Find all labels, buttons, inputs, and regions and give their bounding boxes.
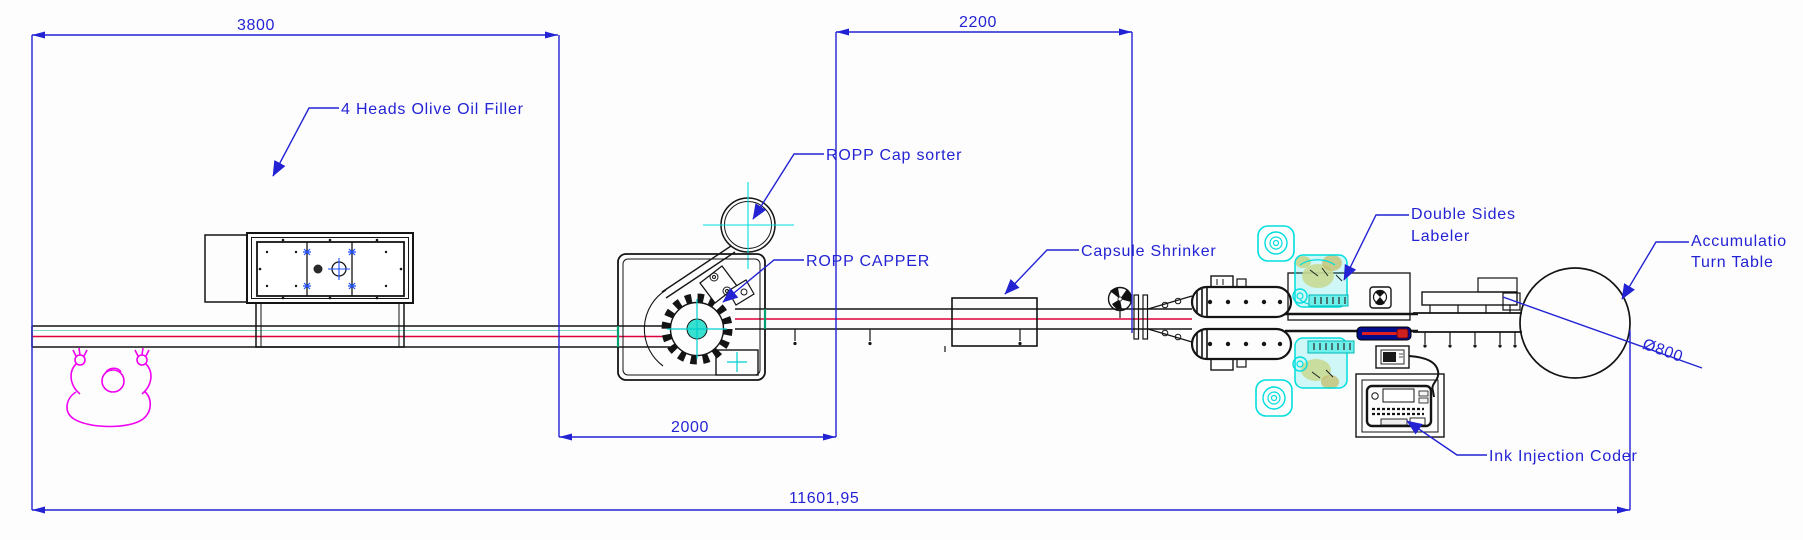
labeler-machine (1147, 225, 1418, 417)
panel-dots (258, 238, 403, 300)
transfer-clamp-wheel (1107, 286, 1149, 340)
ink-coder (1355, 345, 1445, 438)
label-turntable-line1: Accumulatio (1691, 233, 1787, 250)
label-cap-sorter: ROPP Cap sorter (826, 147, 963, 164)
dim-text-total-length: 11601,95 (789, 490, 860, 507)
label-roll-top (1257, 225, 1295, 262)
dimension-lines (31, 28, 1703, 514)
labeler-drive-bar (1356, 326, 1412, 341)
label-labeler: Double Sides Labeler (1411, 204, 1516, 248)
nozzle-marks (303, 248, 356, 290)
turn-table (1519, 267, 1631, 379)
label-shrinker: Capsule Shrinker (1081, 243, 1217, 260)
label-labeler-line2: Labeler (1411, 228, 1470, 245)
pump-symbol (313, 264, 323, 274)
infeed-conveyor (31, 325, 670, 348)
capsule-shrinker-machine (951, 297, 1038, 347)
dim-text-2000: 2000 (671, 419, 709, 436)
leader-shrinker (1004, 249, 1079, 295)
filler-machine (204, 232, 414, 348)
label-turntable: Accumulatio Turn Table (1691, 231, 1787, 273)
labeling-head-bottom (1292, 337, 1355, 389)
label-turntable-line2: Turn Table (1691, 254, 1774, 271)
label-filler: 4 Heads Olive Oil Filler (341, 101, 524, 118)
labeler-sensor (1369, 286, 1392, 309)
label-labeler-line1: Double Sides (1411, 206, 1516, 223)
outfeed-conveyor (735, 308, 1192, 352)
operator-head (101, 369, 125, 393)
label-capper: ROPP CAPPER (806, 253, 931, 270)
leader-turntable (1621, 241, 1689, 300)
dim-text-3800: 3800 (237, 17, 275, 34)
leader-labeler (1343, 214, 1409, 281)
leader-filler (272, 107, 339, 177)
capper-star-wheel (661, 293, 733, 365)
leader-cap-sorter (752, 153, 824, 220)
turntable-feed-conveyor (1413, 277, 1522, 348)
leader-capper (722, 259, 804, 303)
label-roll-bottom (1255, 379, 1293, 417)
labeling-head-top (1292, 254, 1349, 308)
label-ink-coder: Ink Injection Coder (1489, 448, 1638, 465)
leader-coder (1406, 420, 1487, 456)
dim-text-2200: 2200 (959, 14, 997, 31)
operator-figure (66, 347, 152, 428)
coder-device (1365, 384, 1433, 428)
ropp-capper-machine (616, 245, 767, 381)
dim-line-diameter (1502, 296, 1703, 369)
